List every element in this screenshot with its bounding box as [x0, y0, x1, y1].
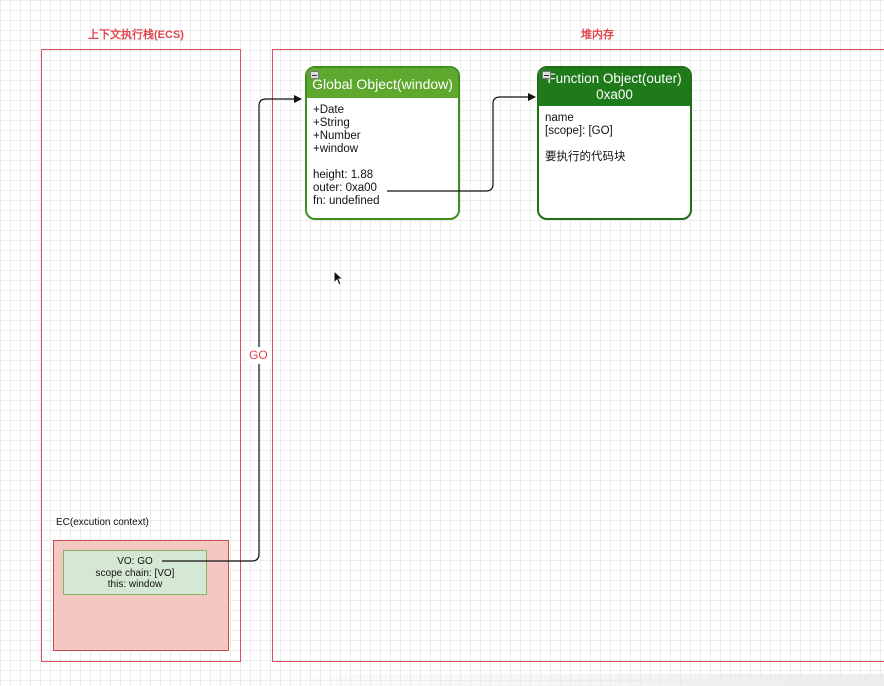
global-object-box[interactable]: Global Object(window) +Date +String +Num… [305, 66, 460, 220]
function-object-title: Function Object(outer) [547, 71, 682, 86]
bottom-edge-shade [200, 674, 884, 686]
function-object-body: name [scope]: [GO] 要执行的代码块 [539, 106, 690, 170]
ec-label: EC(excution context) [56, 517, 149, 528]
heap-title: 堆内存 [581, 29, 614, 41]
edge-label-bg [247, 347, 271, 364]
function-object-header: Function Object(outer) 0xa00 [539, 68, 690, 106]
prop-line: +Number [313, 130, 361, 142]
global-object-title: Global Object(window) [312, 76, 453, 92]
global-object-header: Global Object(window) [307, 68, 458, 98]
collapse-icon[interactable] [542, 71, 551, 79]
vo-to-global-object-edge[interactable] [162, 95, 302, 562]
variable-object-box[interactable]: VO: GO scope chain: [VO] this: window [63, 550, 207, 595]
this-line: this: window [107, 579, 163, 590]
var-line: outer: 0xa00 [313, 182, 377, 194]
var-line: height: 1.88 [313, 169, 374, 181]
collapse-icon[interactable] [310, 71, 319, 79]
global-object-body: +Date +String +Number +window height: 1.… [307, 98, 458, 214]
edge-label-go: GO [249, 348, 268, 362]
prop-line: +window [313, 143, 359, 155]
fo-line: [scope]: [GO] [545, 125, 613, 137]
vo-line: VO: GO [117, 556, 153, 567]
function-object-address: 0xa00 [596, 87, 633, 102]
heap-region [272, 49, 884, 662]
function-object-box[interactable]: Function Object(outer) 0xa00 name [scope… [537, 66, 692, 220]
mouse-cursor-icon [333, 270, 345, 286]
stack-title: 上下文执行栈(ECS) [88, 29, 184, 41]
var-line: fn: undefined [313, 195, 380, 207]
fo-line: name [545, 112, 574, 124]
prop-line: +Date [313, 104, 345, 116]
scope-chain-line: scope chain: [VO] [95, 567, 175, 579]
prop-line: +String [313, 117, 350, 129]
outer-to-function-object-edge[interactable] [387, 93, 536, 192]
execution-stack-region [41, 49, 241, 662]
fo-line: 要执行的代码块 [545, 151, 626, 163]
